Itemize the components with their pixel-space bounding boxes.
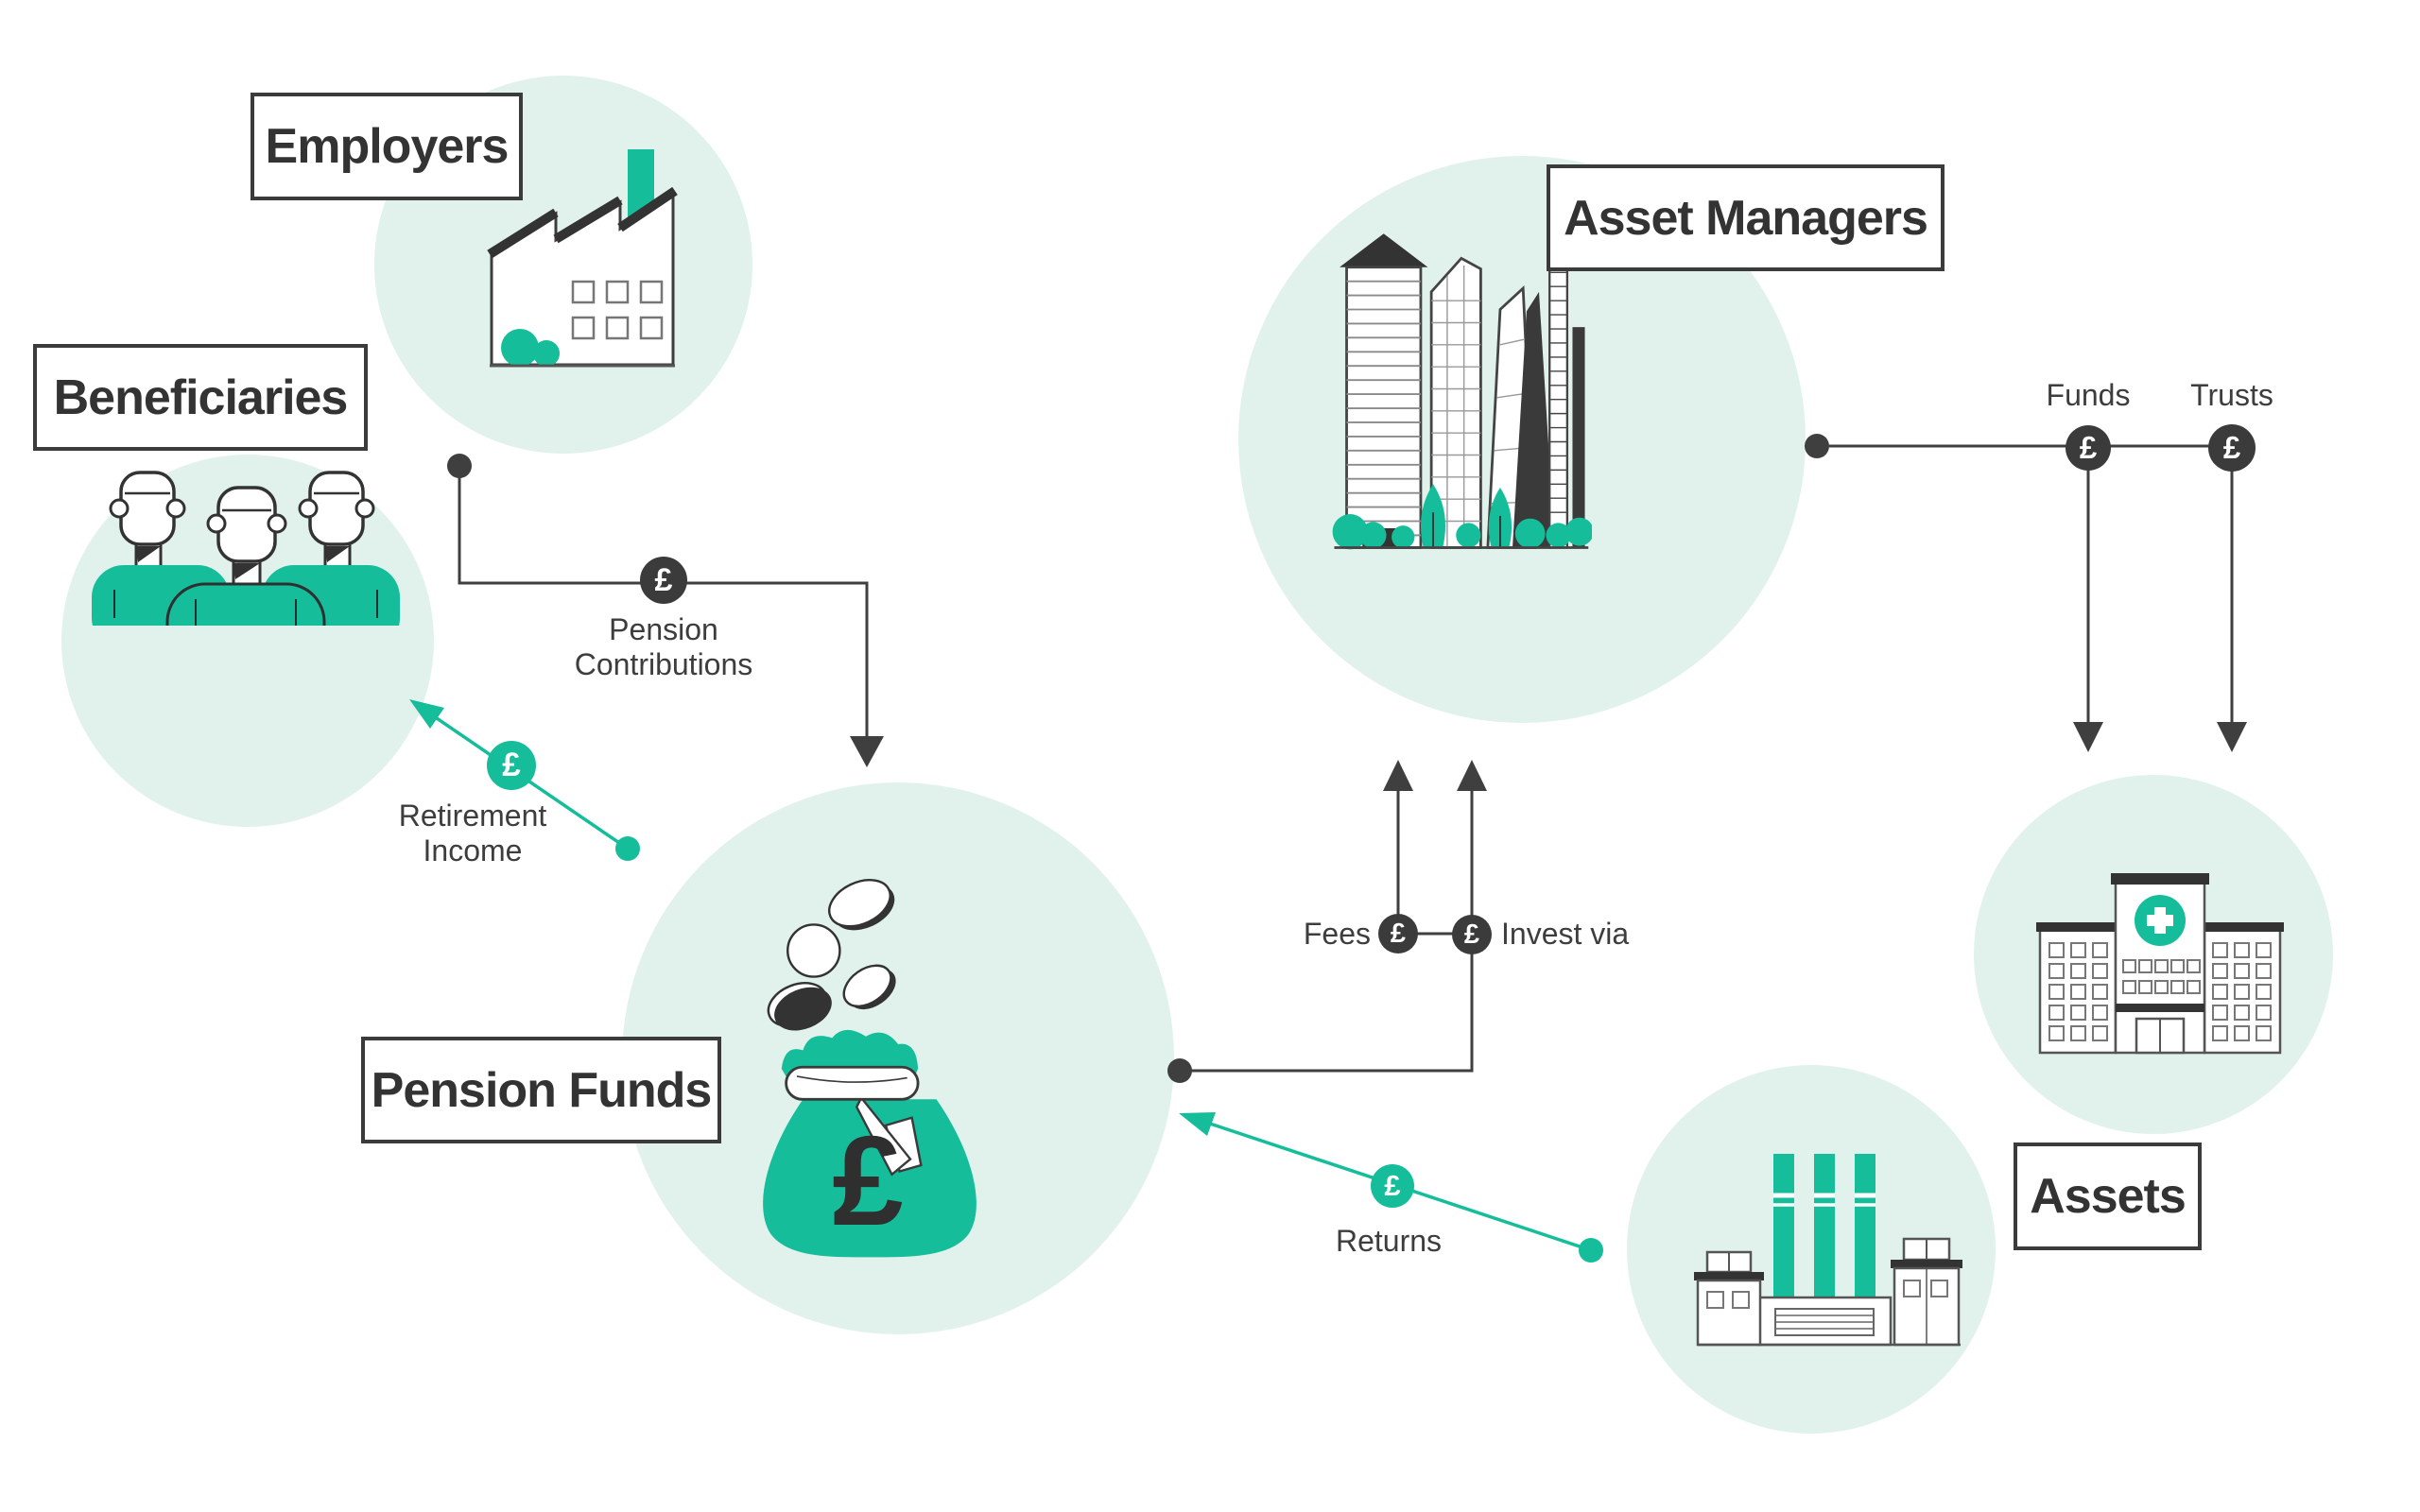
retirement-income-arrow (433, 714, 629, 850)
flow-label-invest-via: Invest via (1501, 917, 1630, 951)
junction-dot (1167, 1058, 1192, 1083)
tower-roof (1340, 233, 1428, 267)
pound-badge-pension-contributions: £ (640, 557, 687, 604)
node-label: Employers (265, 119, 510, 174)
bag-tie (785, 1065, 920, 1101)
bag-body (763, 1099, 977, 1258)
city-buildings-icon (1332, 229, 1592, 550)
arrowhead-teal-icon (1179, 1112, 1216, 1136)
arrowhead-up-icon (1457, 760, 1487, 791)
flow-label-pension-contributions: Pension Contributions (574, 612, 753, 681)
bushes (1332, 514, 1592, 550)
arrowhead-up-icon (1383, 760, 1413, 791)
node-box-pension-funds: Pension Funds (361, 1037, 721, 1143)
pound-badge-returns: £ (1371, 1164, 1414, 1208)
node-box-employers: Employers (251, 93, 523, 200)
pension-contributions-arrow (458, 472, 869, 736)
pound-badge-retirement-income: £ (487, 741, 536, 790)
arrowhead-down-icon (2073, 722, 2103, 752)
flow-label-fees: Fees (1303, 917, 1371, 951)
pound-badge-fees: £ (1378, 914, 1418, 954)
lattice-mast (1548, 229, 1569, 549)
flow-label-returns: Returns (1335, 1224, 1443, 1258)
people-icon (92, 471, 400, 626)
thin-dark-tower (1572, 327, 1585, 548)
junction-dot (1805, 434, 1829, 458)
node-box-beneficiaries: Beneficiaries (33, 344, 368, 451)
factory-roof (487, 186, 678, 259)
invest-fees-arrows (1180, 791, 1474, 1073)
funds-trusts-arrows (1829, 444, 2234, 722)
node-label: Assets (2030, 1169, 2187, 1224)
money-bag-icon (763, 879, 977, 1258)
coin-icon (767, 982, 832, 1031)
node-label: Beneficiaries (53, 369, 349, 425)
node-label: Asset Managers (1564, 190, 1928, 246)
pound-badge-funds: £ (2066, 425, 2111, 471)
node-box-assets: Assets (2014, 1143, 2202, 1250)
arrowhead-down-icon (2217, 722, 2247, 752)
bush (501, 329, 539, 367)
chimneys (1773, 1154, 1876, 1299)
node-box-asset-managers: Asset Managers (1547, 164, 1945, 271)
factory-windows (571, 280, 664, 340)
dark-slanted-tower (1512, 291, 1555, 548)
hospital-icon (2036, 873, 2284, 1055)
junction-dot-teal (1579, 1238, 1603, 1263)
person-middle (165, 486, 326, 626)
flow-label-funds: Funds (2046, 378, 2131, 412)
arrowhead-down-icon (850, 736, 884, 767)
bush (533, 340, 560, 367)
arrowhead-teal-icon (409, 699, 444, 729)
node-label: Pension Funds (371, 1062, 713, 1118)
junction-dot (447, 454, 472, 478)
coin-icon (842, 964, 896, 1010)
flow-label-trusts: Trusts (2190, 378, 2273, 412)
coin-icon (786, 923, 841, 978)
coin-icon (828, 879, 895, 931)
pound-badge-trusts: £ (2208, 424, 2256, 472)
factory-icon (487, 149, 678, 368)
bag-ribbon (855, 1095, 912, 1177)
flow-label-retirement-income: Retirement Income (398, 799, 547, 868)
pound-badge-invest-via: £ (1452, 915, 1492, 954)
money-bag-pound-symbol: £ (832, 1109, 904, 1252)
power-plant-icon (1694, 1154, 1962, 1347)
junction-dot-teal (615, 836, 640, 861)
